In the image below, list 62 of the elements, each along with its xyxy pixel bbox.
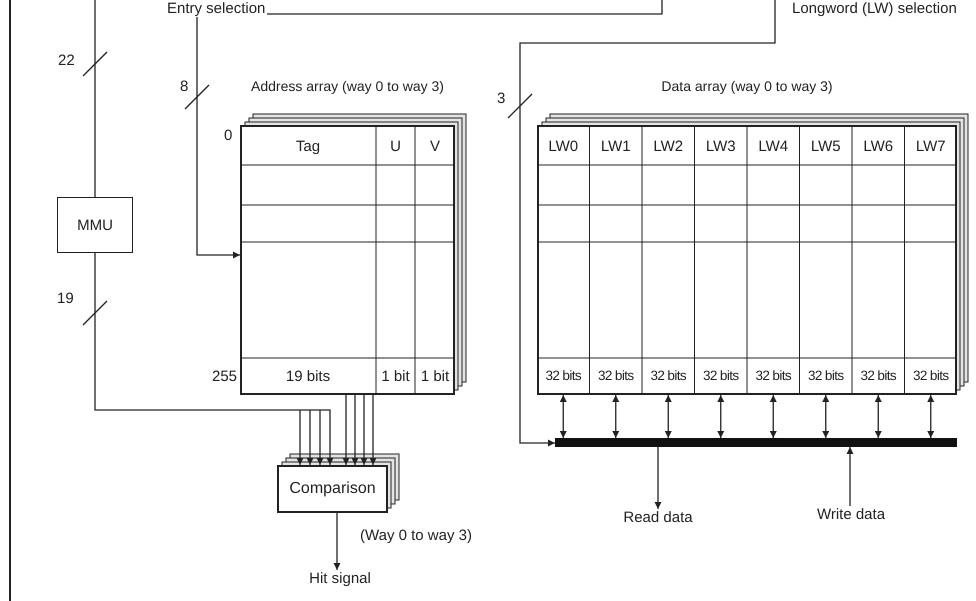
arrow bbox=[519, 0, 776, 446]
array-heading: Data array (way 0 to way 3) bbox=[660, 78, 834, 94]
connector-line bbox=[94, 0, 96, 197]
arrow bbox=[654, 447, 662, 509]
edge-label: Entry selection bbox=[165, 0, 268, 17]
data-bus-bar bbox=[555, 438, 957, 447]
column-header: LW0 bbox=[547, 138, 580, 155]
bus-width-label: 8 bbox=[180, 78, 188, 95]
column-header: V bbox=[428, 138, 441, 155]
column-header: LW1 bbox=[600, 138, 632, 155]
signal-label: Hit signal bbox=[300, 570, 380, 587]
bit-width-label: 32 bits bbox=[702, 368, 740, 383]
column-header: LW4 bbox=[757, 138, 790, 155]
column-header: LW2 bbox=[652, 138, 684, 155]
mmu-box: MMU bbox=[57, 197, 133, 253]
arrow bbox=[770, 395, 777, 438]
arrow bbox=[306, 410, 314, 465]
bit-width-label: 32 bits bbox=[544, 368, 582, 383]
arrow bbox=[874, 395, 882, 438]
arrow bbox=[360, 395, 368, 465]
memory-array bbox=[537, 78, 969, 395]
column-header: Tag bbox=[294, 138, 322, 155]
bit-width-label: 32 bits bbox=[754, 368, 792, 383]
bus-width-label: 22 bbox=[58, 52, 75, 69]
arrow bbox=[612, 395, 620, 438]
arrow bbox=[334, 513, 340, 570]
signal-label: Write data bbox=[805, 506, 897, 523]
column-header: LW7 bbox=[914, 138, 947, 155]
row-index-label: 255 bbox=[212, 368, 238, 385]
signal-label: Read data bbox=[612, 509, 704, 526]
bit-width-label: 32 bits bbox=[912, 368, 950, 383]
arrow bbox=[342, 395, 350, 465]
arrow bbox=[352, 395, 358, 465]
arrow bbox=[370, 395, 376, 465]
column-header: LW6 bbox=[862, 138, 894, 155]
note-text: (Way 0 to way 3) bbox=[360, 527, 472, 544]
arrow bbox=[316, 410, 324, 465]
arrow bbox=[94, 253, 334, 465]
arrow bbox=[717, 395, 724, 438]
column-header: LW5 bbox=[810, 138, 842, 155]
arrow bbox=[927, 395, 934, 438]
comparator-box: Comparison bbox=[277, 465, 388, 513]
array-heading: Address array (way 0 to way 3) bbox=[250, 78, 445, 94]
arrow bbox=[664, 395, 672, 438]
arrow bbox=[196, 0, 663, 258]
arrow bbox=[846, 447, 854, 506]
bit-width-label: 1 bit bbox=[380, 368, 411, 385]
bit-width-label: 32 bits bbox=[649, 368, 688, 383]
column-header: LW3 bbox=[704, 138, 737, 155]
bus-width-label: 19 bbox=[57, 290, 74, 307]
bit-width-label: 32 bits bbox=[806, 368, 845, 383]
arrow bbox=[296, 410, 304, 465]
row-index-label: 0 bbox=[224, 127, 232, 144]
bit-width-label: 32 bits bbox=[596, 368, 635, 383]
arrow bbox=[822, 395, 830, 438]
bus-width-label: 3 bbox=[497, 90, 506, 107]
bit-width-label: 1 bit bbox=[420, 368, 450, 385]
column-header: U bbox=[389, 138, 402, 155]
edge-label: Longword (LW) selection bbox=[790, 0, 959, 17]
arrow bbox=[560, 395, 567, 438]
bit-width-label: 19 bits bbox=[284, 368, 332, 385]
bit-width-label: 32 bits bbox=[859, 368, 898, 383]
